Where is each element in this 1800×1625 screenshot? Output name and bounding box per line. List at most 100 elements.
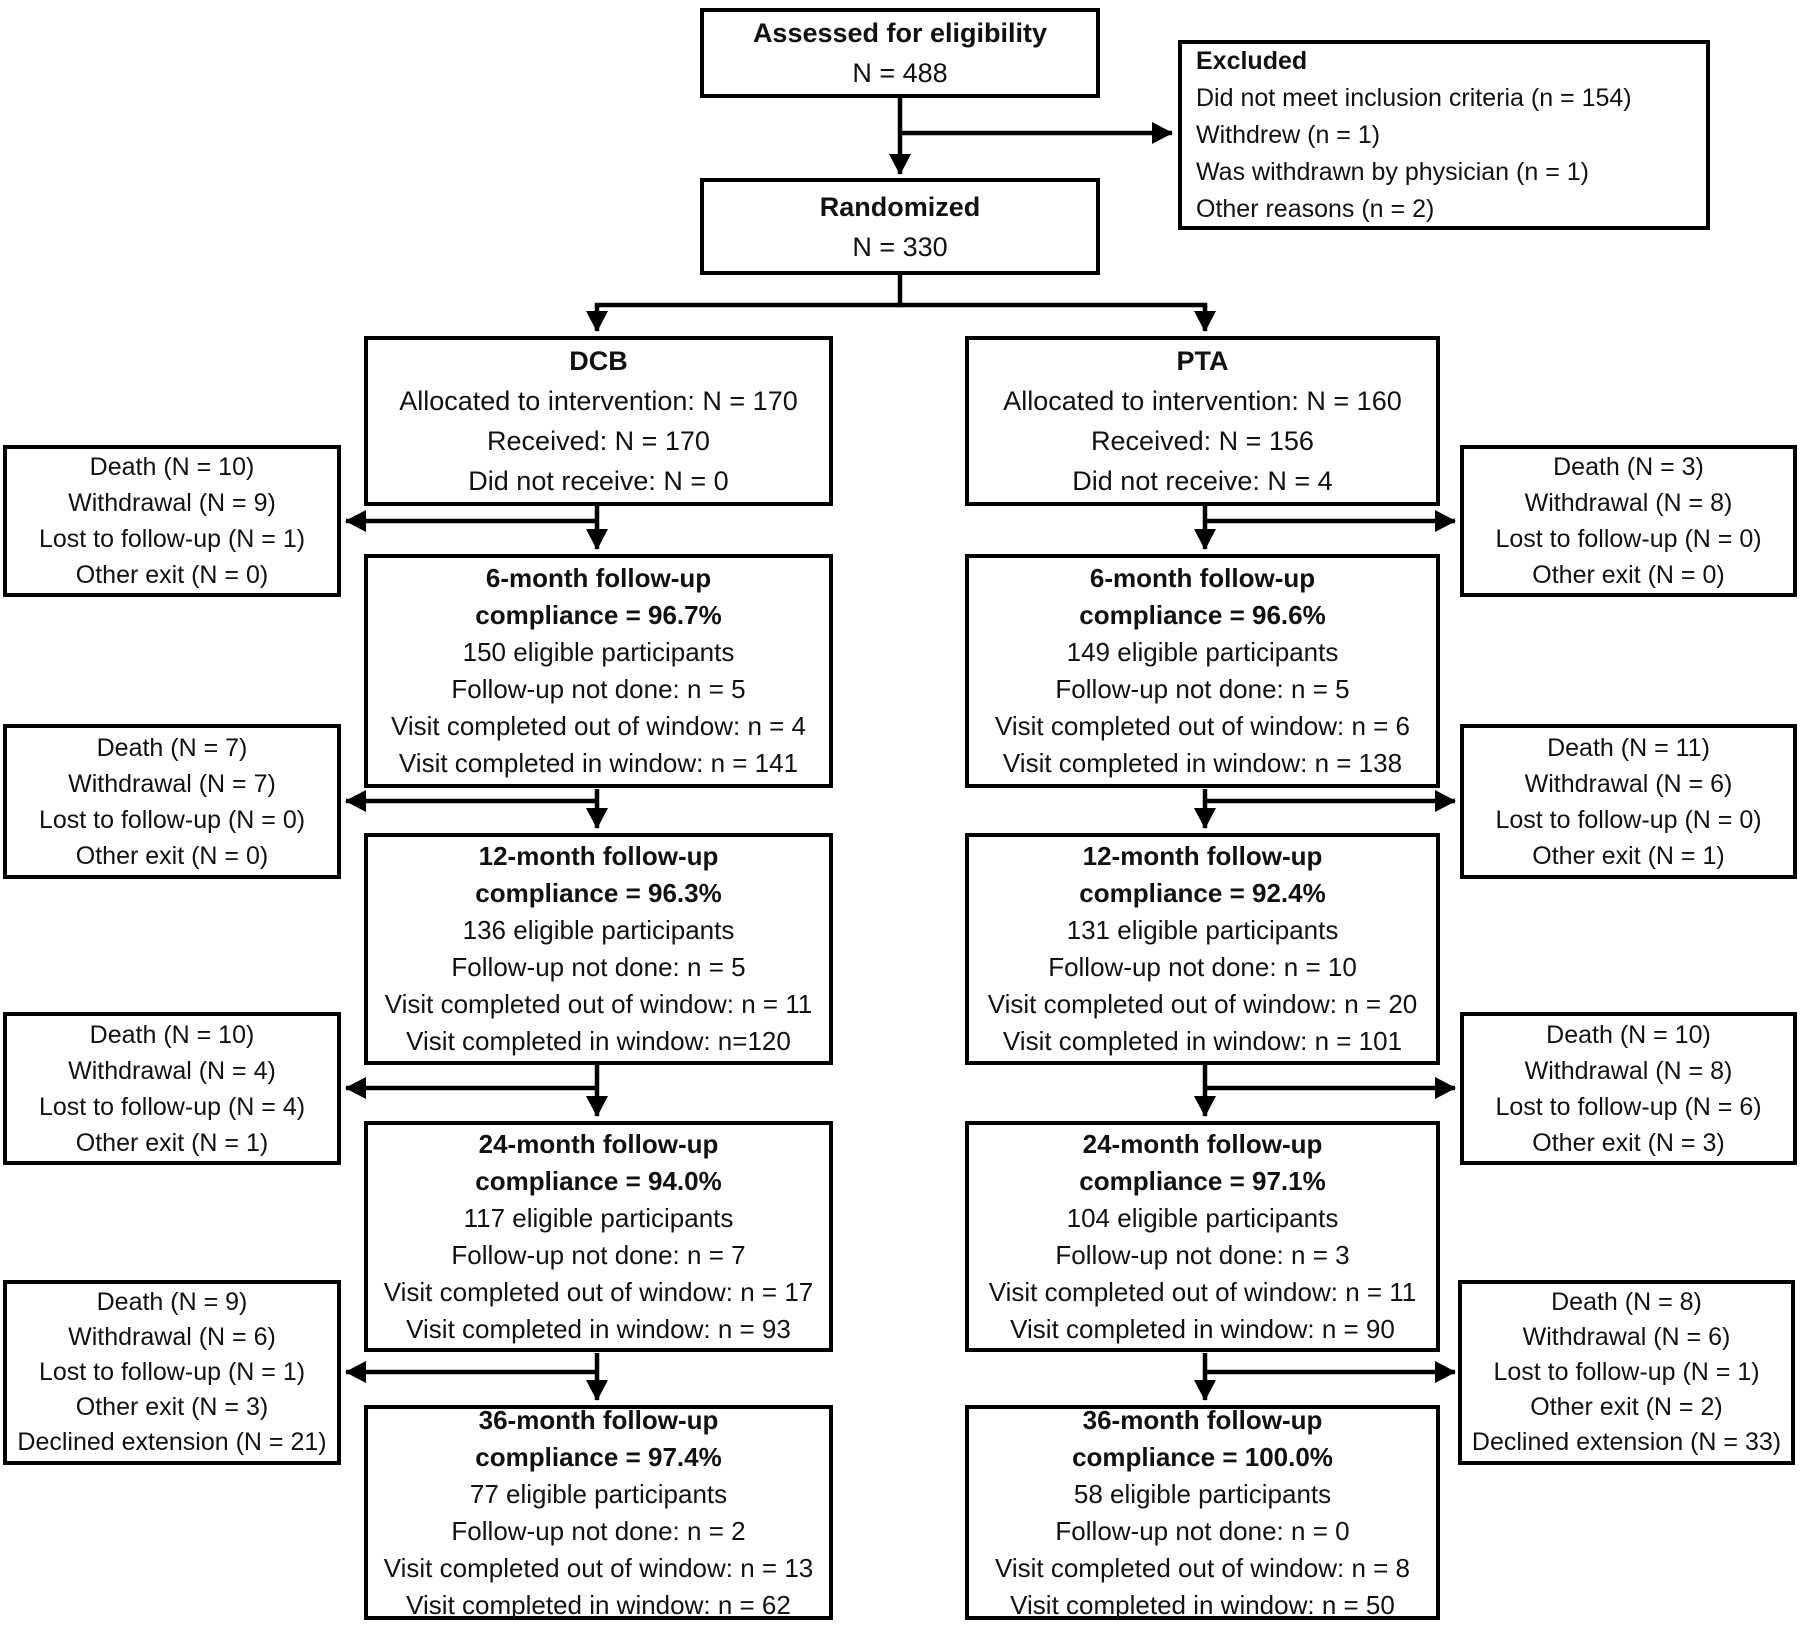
pta-exit-3-box: Death (N = 10) Withdrawal (N = 8) Lost t… bbox=[1460, 1012, 1797, 1165]
dcb-exit-1-box: Death (N = 10) Withdrawal (N = 9) Lost t… bbox=[3, 445, 341, 597]
exit-withdrawal: Withdrawal (N = 6) bbox=[1522, 1323, 1731, 1351]
excluded-title: Excluded bbox=[1196, 46, 1308, 75]
followup-in-window: Visit completed in window: n = 138 bbox=[1002, 748, 1403, 778]
pta-followup-6m-box: 6-month follow-up compliance = 96.6% 149… bbox=[965, 554, 1440, 788]
dcb-followup-12m-box: 12-month follow-up compliance = 96.3% 13… bbox=[364, 833, 833, 1065]
exit-lost: Lost to follow-up (N = 0) bbox=[1495, 525, 1762, 553]
exit-withdrawal: Withdrawal (N = 9) bbox=[68, 489, 276, 517]
followup-in-window: Visit completed in window: n = 90 bbox=[1010, 1313, 1395, 1344]
followup-not-done: Follow-up not done: n = 5 bbox=[451, 674, 746, 704]
exit-lost: Lost to follow-up (N = 1) bbox=[1493, 1358, 1760, 1386]
followup-compliance: compliance = 94.0% bbox=[475, 1165, 722, 1196]
exit-other: Other exit (N = 1) bbox=[1532, 841, 1725, 870]
dcb-received: Received: N = 170 bbox=[487, 426, 710, 456]
exit-death: Death (N = 8) bbox=[1551, 1288, 1702, 1316]
exit-other: Other exit (N = 3) bbox=[1532, 1128, 1725, 1157]
dcb-not-received: Did not receive: N = 0 bbox=[468, 466, 729, 496]
exit-death: Death (N = 10) bbox=[89, 453, 255, 481]
exit-death: Death (N = 3) bbox=[1553, 453, 1704, 481]
followup-eligible: 131 eligible participants bbox=[1066, 915, 1339, 945]
exit-withdrawal: Withdrawal (N = 7) bbox=[68, 769, 276, 798]
followup-out-of-window: Visit completed out of window: n = 20 bbox=[987, 989, 1418, 1019]
exit-death: Death (N = 11) bbox=[1547, 733, 1710, 762]
followup-compliance: compliance = 96.7% bbox=[475, 600, 722, 630]
dcb-exit-3-box: Death (N = 10) Withdrawal (N = 4) Lost t… bbox=[3, 1012, 341, 1165]
followup-out-of-window: Visit completed out of window: n = 8 bbox=[994, 1552, 1411, 1583]
followup-not-done: Follow-up not done: n = 5 bbox=[451, 952, 746, 982]
followup-not-done: Follow-up not done: n = 7 bbox=[451, 1239, 746, 1270]
followup-not-done: Follow-up not done: n = 10 bbox=[1048, 952, 1357, 982]
followup-in-window: Visit completed in window: n = 141 bbox=[398, 748, 799, 778]
dcb-allocation-box: DCB Allocated to intervention: N = 170 R… bbox=[364, 336, 833, 506]
exit-other: Other exit (N = 2) bbox=[1530, 1393, 1723, 1421]
exit-death: Death (N = 10) bbox=[1546, 1020, 1711, 1049]
dcb-allocated: Allocated to intervention: N = 170 bbox=[399, 386, 798, 416]
followup-title: 24-month follow-up bbox=[478, 1128, 719, 1159]
excluded-item: Other reasons (n = 2) bbox=[1196, 194, 1435, 223]
followup-eligible: 77 eligible participants bbox=[469, 1478, 728, 1509]
exit-lost: Lost to follow-up (N = 1) bbox=[38, 1358, 306, 1386]
exit-declined: Declined extension (N = 33) bbox=[1471, 1428, 1782, 1456]
exit-other: Other exit (N = 1) bbox=[75, 1128, 269, 1157]
pta-exit-4-box: Death (N = 8) Withdrawal (N = 6) Lost to… bbox=[1458, 1280, 1795, 1465]
followup-in-window: Visit completed in window: n = 62 bbox=[406, 1589, 791, 1620]
exit-declined: Declined extension (N = 21) bbox=[17, 1428, 327, 1456]
randomized-title: Randomized bbox=[819, 191, 981, 222]
followup-title: 36-month follow-up bbox=[478, 1404, 719, 1435]
pta-not-received: Did not receive: N = 4 bbox=[1072, 466, 1333, 496]
pta-exit-2-box: Death (N = 11) Withdrawal (N = 6) Lost t… bbox=[1460, 724, 1797, 879]
randomized-box: Randomized N = 330 bbox=[700, 178, 1100, 275]
followup-eligible: 149 eligible participants bbox=[1066, 637, 1339, 667]
randomized-n: N = 330 bbox=[852, 231, 948, 262]
followup-in-window: Visit completed in window: n = 93 bbox=[406, 1313, 791, 1344]
followup-in-window: Visit completed in window: n = 101 bbox=[1002, 1026, 1403, 1056]
followup-eligible: 150 eligible participants bbox=[462, 637, 735, 667]
excluded-item: Did not meet inclusion criteria (n = 154… bbox=[1196, 83, 1632, 112]
followup-not-done: Follow-up not done: n = 0 bbox=[1055, 1515, 1350, 1546]
exit-withdrawal: Withdrawal (N = 6) bbox=[68, 1323, 276, 1351]
exit-withdrawal: Withdrawal (N = 6) bbox=[1524, 769, 1733, 798]
pta-received: Received: N = 156 bbox=[1091, 426, 1314, 456]
excluded-box: Excluded Did not meet inclusion criteria… bbox=[1178, 40, 1710, 230]
exit-other: Other exit (N = 3) bbox=[75, 1393, 269, 1421]
followup-title: 24-month follow-up bbox=[1082, 1128, 1323, 1159]
exit-death: Death (N = 7) bbox=[96, 733, 248, 762]
followup-eligible: 104 eligible participants bbox=[1066, 1202, 1339, 1233]
excluded-item: Was withdrawn by physician (n = 1) bbox=[1196, 157, 1589, 186]
pta-allocated: Allocated to intervention: N = 160 bbox=[1003, 386, 1402, 416]
exit-lost: Lost to follow-up (N = 4) bbox=[38, 1092, 306, 1121]
followup-compliance: compliance = 96.3% bbox=[475, 878, 722, 908]
exit-lost: Lost to follow-up (N = 6) bbox=[1495, 1092, 1762, 1121]
exit-other: Other exit (N = 0) bbox=[75, 841, 269, 870]
pta-exit-1-box: Death (N = 3) Withdrawal (N = 8) Lost to… bbox=[1460, 445, 1797, 597]
exit-other: Other exit (N = 0) bbox=[75, 561, 269, 589]
followup-title: 12-month follow-up bbox=[478, 841, 719, 871]
dcb-exit-4-box: Death (N = 9) Withdrawal (N = 6) Lost to… bbox=[3, 1280, 341, 1465]
dcb-followup-6m-box: 6-month follow-up compliance = 96.7% 150… bbox=[364, 554, 833, 788]
exit-other: Other exit (N = 0) bbox=[1532, 561, 1725, 589]
exit-death: Death (N = 9) bbox=[96, 1288, 248, 1316]
followup-in-window: Visit completed in window: n=120 bbox=[406, 1026, 791, 1056]
followup-out-of-window: Visit completed out of window: n = 6 bbox=[994, 711, 1411, 741]
exit-death: Death (N = 10) bbox=[89, 1020, 255, 1049]
followup-title: 6-month follow-up bbox=[485, 563, 712, 593]
dcb-followup-36m-box: 36-month follow-up compliance = 97.4% 77… bbox=[364, 1405, 833, 1620]
followup-compliance: compliance = 96.6% bbox=[1079, 600, 1326, 630]
dcb-title: DCB bbox=[569, 346, 628, 376]
assessed-n: N = 488 bbox=[852, 58, 948, 88]
dcb-followup-24m-box: 24-month follow-up compliance = 94.0% 11… bbox=[364, 1121, 833, 1352]
exit-withdrawal: Withdrawal (N = 8) bbox=[1524, 1056, 1733, 1085]
followup-eligible: 136 eligible participants bbox=[462, 915, 735, 945]
followup-title: 6-month follow-up bbox=[1089, 563, 1316, 593]
followup-out-of-window: Visit completed out of window: n = 11 bbox=[988, 1276, 1417, 1307]
followup-compliance: compliance = 100.0% bbox=[1072, 1441, 1333, 1472]
exit-lost: Lost to follow-up (N = 1) bbox=[38, 525, 306, 553]
excluded-item: Withdrew (n = 1) bbox=[1196, 120, 1381, 149]
assessed-box: Assessed for eligibility N = 488 bbox=[700, 8, 1100, 98]
followup-out-of-window: Visit completed out of window: n = 4 bbox=[390, 711, 807, 741]
followup-eligible: 58 eligible participants bbox=[1073, 1478, 1332, 1509]
followup-not-done: Follow-up not done: n = 2 bbox=[451, 1515, 746, 1546]
followup-out-of-window: Visit completed out of window: n = 11 bbox=[384, 989, 813, 1019]
